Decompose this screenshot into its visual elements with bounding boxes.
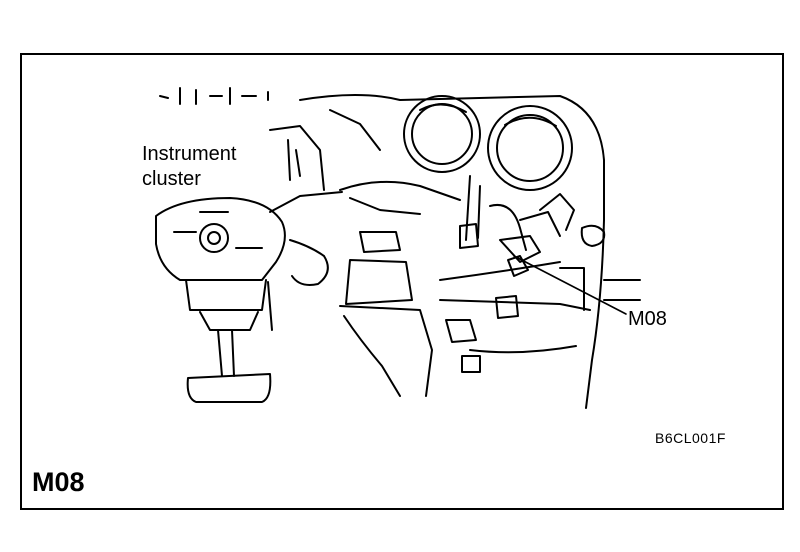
connector-id-title: M08 [32,467,85,497]
figure-code: B6CL001F [655,430,726,446]
connector-callout-label: M08 [628,308,667,330]
figure-frame [20,53,784,510]
instrument-cluster-label: Instrument cluster [142,143,237,190]
